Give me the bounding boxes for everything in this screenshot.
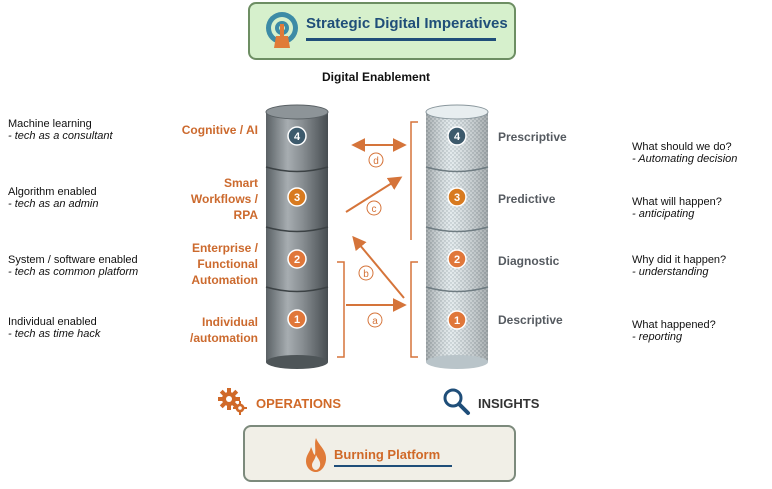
right-item-sub: - reporting — [632, 331, 683, 343]
left-item-4: Machine learning - tech as a consultant — [8, 118, 113, 142]
operations-level-2-label: Enterprise / Functional Automation — [140, 240, 258, 288]
label-line: RPA — [233, 208, 258, 222]
left-item-sub: - tech as a consultant — [8, 130, 113, 142]
label-line: Smart — [223, 176, 258, 190]
svg-text:a: a — [372, 316, 378, 327]
right-item-head: Why did it happen? — [632, 254, 727, 266]
svg-text:3: 3 — [454, 192, 460, 204]
operations-bracket — [337, 261, 345, 358]
arrow-label-b: b — [358, 265, 374, 281]
strategic-imperatives-box: Strategic Digital Imperatives — [248, 2, 516, 60]
left-item-1: Individual enabled - tech as time hack — [8, 316, 100, 340]
operations-level-1-label: Individual /automation — [140, 314, 258, 346]
operations-badge-4: 4 — [287, 126, 307, 146]
right-item-sub: - Automating decision — [632, 153, 738, 165]
insights-level-2-label: Diagnostic — [498, 254, 560, 268]
insights-badge-2: 2 — [447, 249, 467, 269]
arrow-b — [352, 235, 405, 299]
arrow-c — [345, 176, 403, 213]
svg-text:b: b — [363, 269, 369, 280]
label-line: Individual — [201, 315, 258, 329]
flame-icon — [306, 438, 327, 472]
insights-level-1-label: Descriptive — [498, 313, 563, 327]
left-item-head: System / software enabled — [8, 254, 138, 266]
diagram-subtitle: Digital Enablement — [322, 70, 431, 84]
left-item-3: Algorithm enabled - tech as an admin — [8, 186, 99, 210]
right-item-head: What should we do? — [632, 141, 732, 153]
svg-text:3: 3 — [294, 192, 300, 204]
right-item-3: What will happen? - anticipating — [632, 196, 722, 220]
label-line: Enterprise / — [191, 241, 258, 255]
left-item-sub: - tech as time hack — [8, 328, 101, 340]
right-item-2: Why did it happen? - understanding — [632, 254, 726, 278]
operations-badge-3: 3 — [287, 187, 307, 207]
gear-icon — [218, 388, 247, 415]
operations-badge-1: 1 — [287, 309, 307, 329]
target-icon — [266, 12, 298, 48]
insights-badge-1: 1 — [447, 310, 467, 330]
left-item-head: Machine learning — [8, 118, 92, 130]
operations-badge-2: 2 — [287, 249, 307, 269]
insights-level-4-label: Prescriptive — [498, 130, 567, 144]
right-item-sub: - understanding — [632, 266, 709, 278]
arrow-label-c: c — [366, 200, 382, 216]
left-item-sub: - tech as common platform — [8, 266, 139, 278]
left-item-head: Individual enabled — [8, 316, 97, 328]
arrow-label-a: a — [367, 312, 383, 328]
label-line: /automation — [190, 331, 258, 345]
label-line: Functional — [197, 257, 258, 271]
svg-text:2: 2 — [294, 254, 300, 266]
left-item-2: System / software enabled - tech as comm… — [8, 254, 138, 278]
header-title: Strategic Digital Imperatives — [306, 15, 508, 32]
left-item-head: Algorithm enabled — [8, 186, 97, 198]
insights-label: INSIGHTS — [478, 396, 540, 411]
footer-underline — [334, 465, 452, 467]
svg-text:4: 4 — [294, 131, 301, 143]
operations-level-4-label: Cognitive / AI — [140, 122, 258, 138]
footer-title: Burning Platform — [334, 447, 441, 462]
insights-lower-bracket — [410, 261, 418, 358]
svg-text:2: 2 — [454, 254, 460, 266]
svg-text:1: 1 — [294, 314, 300, 326]
insights-badge-3: 3 — [447, 187, 467, 207]
right-item-head: What happened? — [632, 319, 716, 331]
right-item-head: What will happen? — [632, 196, 722, 208]
svg-text:c: c — [372, 204, 377, 215]
insights-level-3-label: Predictive — [498, 192, 556, 206]
operations-level-3-label: Smart Workflows / RPA — [140, 175, 258, 223]
right-item-sub: - anticipating — [632, 208, 695, 220]
label-line: Cognitive / AI — [181, 123, 258, 137]
svg-text:d: d — [373, 156, 379, 167]
right-item-1: What happened? - reporting — [632, 319, 716, 343]
right-item-4: What should we do? - Automating decision — [632, 141, 737, 165]
svg-text:4: 4 — [454, 131, 461, 143]
insights-badge-4: 4 — [447, 126, 467, 146]
left-item-sub: - tech as an admin — [8, 198, 99, 210]
svg-text:1: 1 — [454, 315, 460, 327]
header-underline — [306, 38, 496, 41]
insights-upper-bracket — [410, 121, 418, 240]
burning-platform-box: Burning Platform — [243, 425, 516, 482]
label-line: Automation — [191, 273, 258, 287]
label-line: Workflows / — [190, 192, 258, 206]
arrow-label-d: d — [368, 152, 384, 168]
magnifier-icon — [443, 388, 470, 415]
operations-label: OPERATIONS — [256, 396, 341, 411]
